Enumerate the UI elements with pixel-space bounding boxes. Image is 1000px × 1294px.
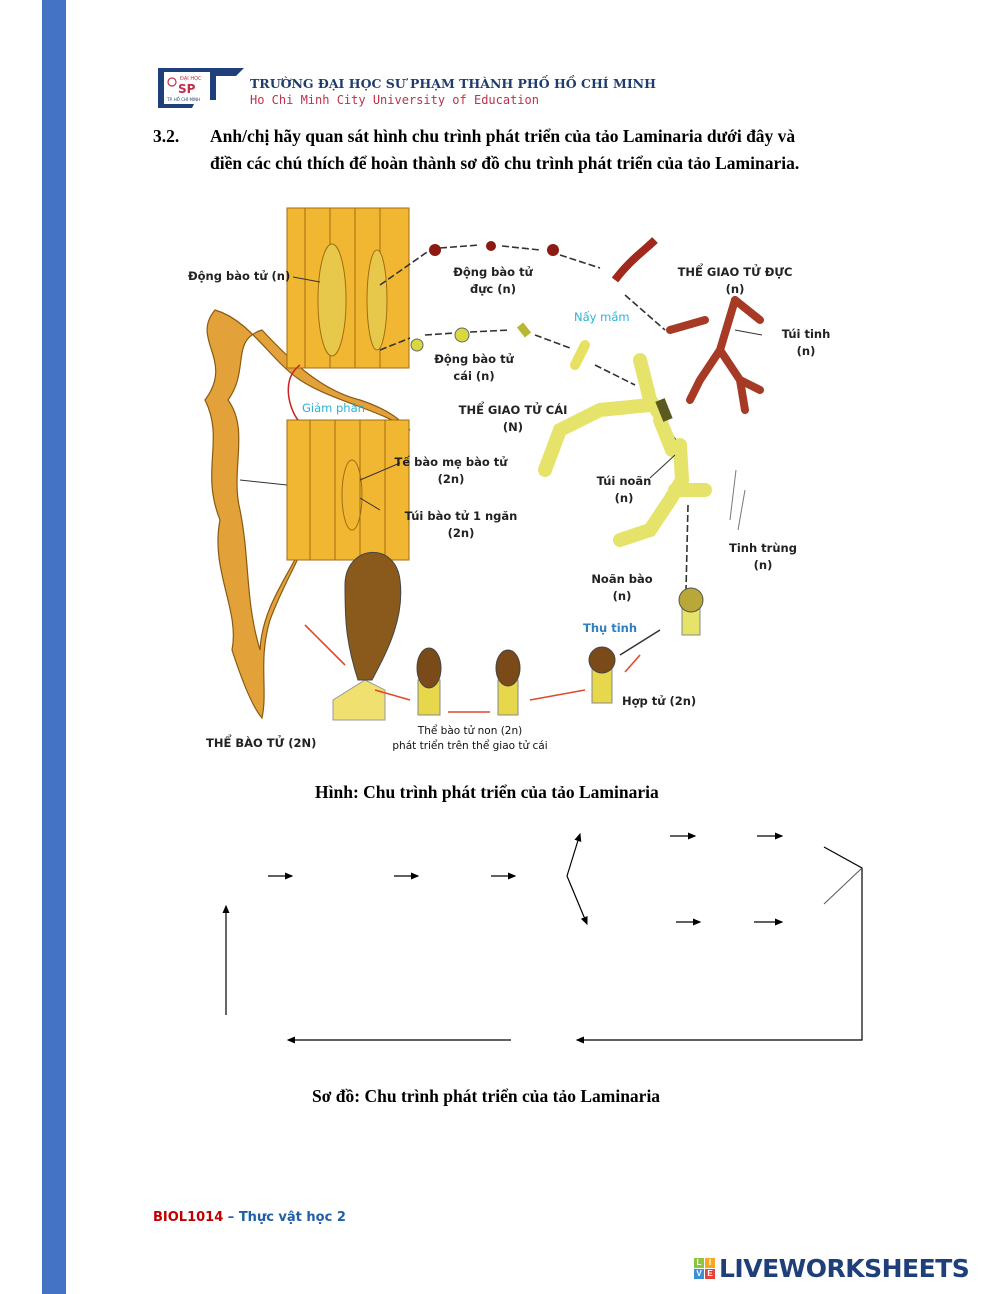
label-line: (2n) [447,526,475,540]
label-line: Túi bào tử 1 ngăn [404,509,518,523]
left-margin-bar [42,0,66,1294]
sporangia-tissue-upper [286,207,410,369]
university-name-en: Ho Chi Minh City University of Education [250,93,539,107]
label-line: (n) [753,558,773,572]
label-line: Thể bào tử non (2n) [417,725,523,737]
label-the-bao-tu-non: Thể bào tử non (2n) phát triển trên thể g… [370,724,570,754]
logo-bottom-text: TP. HỒ CHÍ MINH [166,97,200,102]
label-line: (n) [796,344,816,358]
university-logo: ĐẠI HỌC SP TP. HỒ CHÍ MINH [156,66,246,110]
schema-caption: Sơ đồ: Chu trình phát triển của tảo Lami… [312,1086,661,1106]
label-nay-mam: Nấy mầm [574,310,630,324]
label-line: (N) [502,420,524,434]
course-code: BIOL1014 [153,1210,224,1225]
label-line: Tế bào mẹ bào tử [394,455,508,469]
course-name: – Thực vật học 2 [223,1210,346,1225]
label-te-bao-me-bao-tu: Tế bào mẹ bào tử (2n) [391,454,511,488]
label-line: Túi tinh [781,327,831,341]
schema-merge-line [823,867,863,905]
liveworksheets-watermark: LIVEWORKSHEETS [719,1254,970,1283]
footer-course: BIOL1014 – Thực vật học 2 [153,1210,346,1225]
badge-letter: E [705,1269,715,1279]
label-line: Túi noãn [596,474,652,488]
label-tui-noan: Túi noãn (n) [589,473,659,507]
male-gametophyte-shape [666,296,764,414]
label-the-giao-tu-duc: THỂ GIAO TỬ ĐỰC (n) [670,264,800,298]
badge-letter: L [694,1258,704,1268]
badge-letter: I [705,1258,715,1268]
label-line: Động bào tử [434,352,514,366]
label-line: Noãn bào [591,572,653,586]
label-noan-bao: Noãn bào (n) [587,571,657,605]
label-the-giao-tu-cai: THỂ GIAO TỬ CÁI (N) [448,402,578,436]
label-line: (n) [612,589,632,603]
label-line: cái (n) [453,369,495,383]
schema-arrow-down-branch [566,875,588,926]
label-tui-tinh: Túi tinh (n) [776,326,836,360]
label-the-bao-tu: THỂ BÀO TỬ (2N) [206,736,317,750]
schema-return-arrow [575,846,863,1044]
label-dong-bao-tu-duc: Động bào tử đực (n) [443,264,543,298]
female-gametophyte-shape [538,353,712,547]
label-dong-bao-tu: Động bào tử (n) [188,269,291,283]
label-line: Tinh trùng [729,541,797,555]
label-tui-bao-tu-1-ngan: Túi bào tử 1 ngăn (2n) [396,508,526,542]
label-line: (2n) [437,472,465,486]
label-line: THỂ GIAO TỬ ĐỰC [677,265,793,279]
label-line: Động bào tử [453,265,533,279]
label-hop-tu: Hợp tử (2n) [622,694,697,708]
logo-top-text: ĐẠI HỌC [180,76,202,82]
label-line: phát triển trên thể giao tử cái [392,740,548,752]
laminaria-life-cycle-illustration [204,207,764,721]
figure-caption: Hình: Chu trình phát triển của tảo Lamin… [315,782,659,802]
label-line: (n) [725,282,745,296]
question-number: 3.2. [153,126,180,146]
question-text-line1: Anh/chị hãy quan sát hình chu trình phát… [210,126,796,146]
university-name-vn: TRƯỜNG ĐẠI HỌC SƯ PHẠM THÀNH PHỐ HỒ CHÍ … [250,76,656,91]
question-text-line2: điền các chú thích để hoàn thành sơ đồ c… [210,153,800,173]
badge-letter: V [694,1269,704,1279]
label-line: THỂ GIAO TỬ CÁI [458,403,568,417]
liveworksheets-badge-icon: L I V E [694,1258,716,1280]
label-dong-bao-tu-cai: Động bào tử cái (n) [424,351,524,385]
label-line: đực (n) [470,282,516,296]
sporangia-tissue-lower [286,419,410,561]
label-thu-tinh: Thụ tinh [583,621,638,635]
label-line: (n) [614,491,634,505]
label-giam-phan: Giảm phân [302,401,365,415]
label-tinh-trung: Tinh trùng (n) [723,540,803,574]
logo-main-text: SP [178,82,196,96]
schema-arrow-up-branch [566,832,582,877]
